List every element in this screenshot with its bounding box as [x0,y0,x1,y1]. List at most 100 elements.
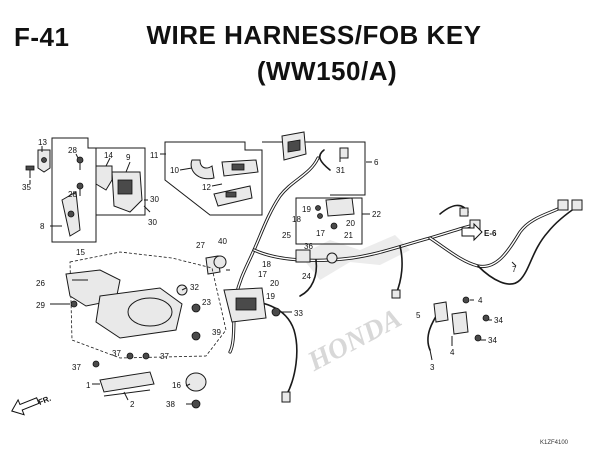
diagram-title: WIRE HARNESS/FOB KEY [146,20,482,50]
callout-25: 25 [282,231,291,240]
screw-28b [76,182,84,190]
clip-14 [95,165,113,191]
leader-lines [29,146,517,405]
callout-3: 3 [430,363,435,372]
callout-18b: 18 [262,260,271,269]
callout-34b: 34 [488,336,497,345]
screw-37b [126,352,134,360]
nut-19b [315,205,321,211]
callout-13: 13 [38,138,47,147]
bolt-29 [70,300,78,308]
callout-15: 15 [76,248,85,257]
callout-4b: 4 [450,348,455,357]
callout-30b: 30 [148,218,157,227]
callout-5: 5 [416,311,421,320]
grommet-40 [213,255,227,269]
callout-35: 35 [22,183,31,192]
callout-22: 22 [372,210,381,219]
callout-2: 2 [130,400,135,409]
callout-20b: 20 [270,279,279,288]
callout-37b: 37 [112,349,121,358]
callout-12: 12 [202,183,211,192]
callout-34a: 34 [494,316,503,325]
fob-key-box-11 [164,141,263,216]
callout-30a: 30 [150,195,159,204]
callout-17a: 17 [316,229,325,238]
honda-watermark: HONDA [302,303,407,378]
callout-17b: 17 [258,270,267,279]
watermark-text: HONDA [302,303,407,378]
cover-16 [185,372,207,392]
callout-32: 32 [190,283,199,292]
starter-relay [127,297,173,327]
sensor-4 [451,311,469,335]
drawing-code: K1ZF4100 [540,440,569,446]
bolt-34a [482,314,490,322]
callout-31: 31 [336,166,345,175]
relay-unit-22 [325,197,355,217]
callout-16: 16 [172,381,181,390]
bolt-38 [191,399,201,409]
bolt-34b [474,334,482,342]
reference-arrow-e6: E-6 [461,222,497,242]
diagram-subtitle: (WW150/A) [256,56,398,86]
front-direction-indicator: FR. [11,394,52,416]
callout-37a: 37 [72,363,81,372]
callout-38: 38 [166,400,175,409]
callout-33: 33 [294,309,303,318]
callout-9: 9 [126,153,131,162]
callout-numbers: 13 35 8 28 28 14 9 15 11 10 12 30 30 6 3… [22,138,517,409]
callout-37c: 37 [160,352,169,361]
callout-29: 29 [36,301,45,310]
callout-21: 21 [344,231,353,240]
callout-10: 10 [170,166,179,175]
e6-reference-label: E-6 [484,229,497,238]
screw-21 [330,222,338,230]
washer-20b [317,213,323,219]
rubber-strap-1 [99,371,155,393]
harness-connector-c [571,199,583,211]
figure-code: F-41 [14,22,70,52]
screw-37a [92,360,100,368]
cap-31 [339,147,349,159]
frame-tray-assembly [65,251,281,409]
sensor-25 [295,249,311,263]
subassembly-box-15 [25,137,146,243]
harness-connector-b [557,199,569,211]
callout-24: 24 [302,272,311,281]
screw-37c [142,352,150,360]
callout-8: 8 [40,222,45,231]
callout-28b: 28 [68,190,77,199]
key-strap-10 [190,159,215,180]
bolt-39 [191,331,201,341]
callout-36: 36 [304,242,313,251]
callout-28a: 28 [68,146,77,155]
callout-11: 11 [150,151,159,160]
bolt-33 [271,307,281,317]
callout-20a: 20 [346,219,355,228]
callout-6: 6 [374,158,379,167]
sensor-5 [433,301,449,323]
callout-7: 7 [512,265,517,274]
subassembly-box-22 [295,197,363,245]
front-direction-label: FR. [37,394,52,407]
callout-19b: 19 [266,292,275,301]
relay-24 [326,252,338,264]
callout-27: 27 [196,241,205,250]
front-arrow-icon [11,397,40,416]
callout-40: 40 [218,237,227,246]
bolt-35 [25,165,35,171]
callout-19a: 19 [302,205,311,214]
callout-23: 23 [202,298,211,307]
callout-4a: 4 [478,296,483,305]
bolt-4a [462,296,470,304]
callout-18a: 18 [292,215,301,224]
bolt-23 [191,303,201,313]
right-side-parts [427,296,490,351]
harness-connector-e [281,391,291,403]
callout-1: 1 [86,381,91,390]
callout-26: 26 [36,279,45,288]
harness-connector-f [391,289,401,299]
